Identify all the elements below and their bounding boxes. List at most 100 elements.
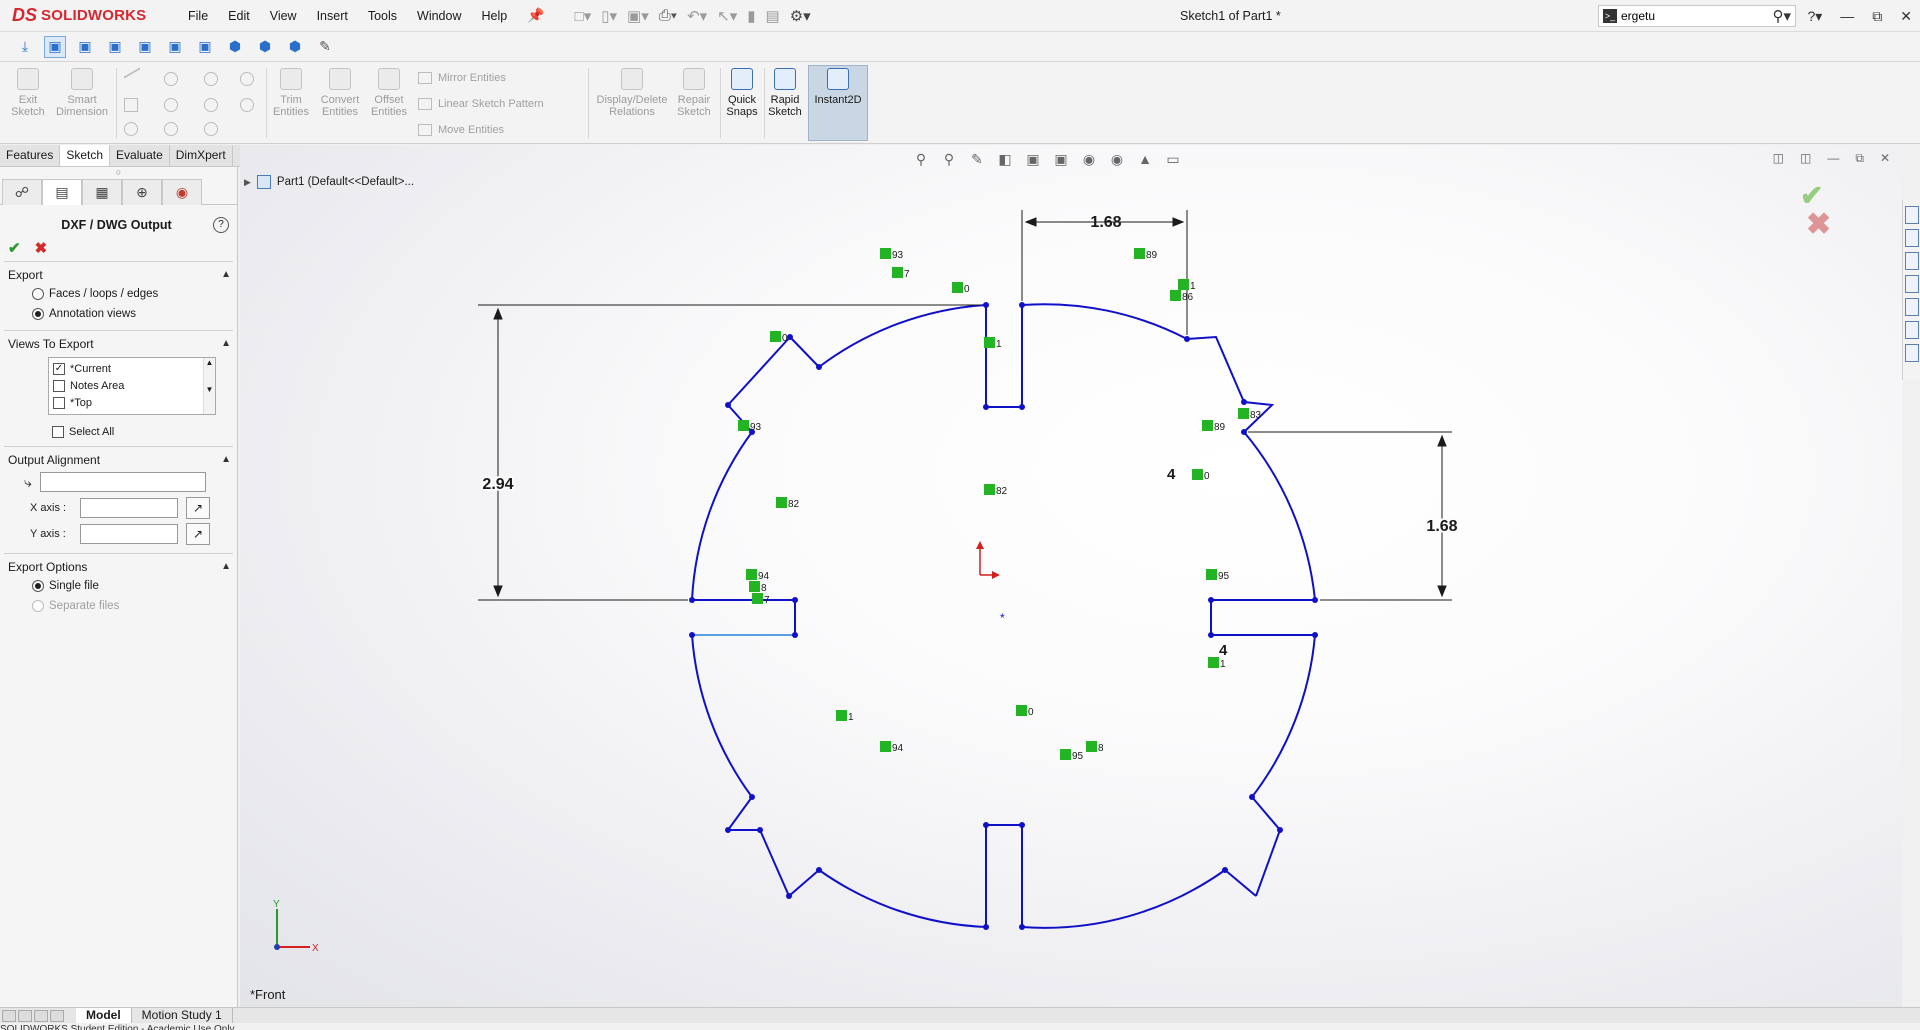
menu-insert[interactable]: Insert — [316, 8, 348, 23]
minimize-icon[interactable]: — — [1840, 8, 1855, 24]
display-manager-tab-icon[interactable]: ◉ — [162, 179, 202, 205]
cancel-x-icon[interactable]: ✖ — [34, 240, 48, 257]
views-listbox[interactable]: ✓ *Current Notes Area *Top ▲▼ — [48, 357, 216, 415]
previous-view-icon[interactable]: ✎ — [971, 151, 983, 167]
sketch-segment[interactable] — [691, 336, 791, 601]
sketch-segment[interactable] — [985, 305, 1023, 408]
trim-entities-button[interactable]: Trim Entities — [272, 66, 310, 118]
select-arrow-icon[interactable]: ↖▾ — [717, 7, 738, 25]
custom-properties-icon[interactable] — [1904, 321, 1919, 339]
tab-features[interactable]: Features — [0, 145, 61, 166]
trimetric-view-icon[interactable]: ⬢ — [258, 38, 272, 54]
sketch-segment[interactable] — [985, 824, 1023, 927]
x-axis-field[interactable] — [80, 498, 178, 518]
select-all-checkbox-row[interactable]: Select All — [6, 423, 231, 440]
vertex[interactable] — [725, 827, 731, 833]
last-tab-icon[interactable] — [50, 1009, 64, 1022]
appearances-icon[interactable] — [1904, 298, 1919, 316]
panel-collapse-handle[interactable]: ○ — [115, 167, 122, 177]
vertex[interactable] — [983, 822, 989, 828]
right-view-icon[interactable]: ▣ — [138, 38, 152, 54]
tab-dimxpert[interactable]: DimXpert — [170, 145, 233, 166]
solidworks-logo[interactable]: DS SOLIDWORKS — [0, 0, 160, 32]
dimension-value-slot-lower[interactable]: 4 — [1219, 642, 1228, 659]
vertex[interactable] — [1019, 924, 1025, 930]
chevron-up-icon[interactable]: ▲ — [221, 338, 231, 349]
relation-tag[interactable]: 1 — [836, 710, 854, 723]
rebuild-icon[interactable]: ▮ — [747, 7, 756, 25]
checkbox[interactable] — [52, 425, 64, 438]
vertex[interactable] — [1019, 302, 1025, 308]
relation-tag[interactable]: 89 — [1202, 420, 1226, 433]
circle-icon[interactable] — [164, 72, 178, 86]
expand-arrow-icon[interactable]: ▶ — [244, 176, 251, 187]
section-view-icon[interactable]: ◧ — [998, 151, 1012, 167]
vertex[interactable] — [786, 893, 792, 899]
viewport-split-icon[interactable]: ◫ — [1800, 151, 1812, 165]
export-group-header[interactable]: Export ▲ — [6, 266, 231, 284]
vertex[interactable] — [1019, 822, 1025, 828]
viewport-split-icon[interactable]: ◫ — [1772, 151, 1785, 165]
point-icon[interactable] — [240, 72, 254, 86]
list-item[interactable]: Notes Area — [53, 377, 215, 394]
relation-tag[interactable]: 89 — [1134, 248, 1158, 261]
design-library-icon[interactable] — [1904, 229, 1919, 247]
radio-button-selected[interactable] — [32, 308, 44, 320]
radio-button[interactable] — [32, 288, 44, 300]
dimension-value-right[interactable]: 1.68 — [1424, 516, 1459, 537]
sketch-segment[interactable] — [1210, 599, 1315, 636]
chevron-up-icon[interactable]: ▲ — [221, 454, 231, 465]
list-item[interactable]: ✓ *Current — [53, 360, 215, 377]
smart-dimension-button[interactable]: Smart Dimension — [54, 66, 110, 118]
relation-tag[interactable]: 94 — [746, 569, 770, 582]
relation-tag[interactable]: 0 — [1016, 705, 1034, 718]
file-properties-icon[interactable]: ▤ — [765, 7, 780, 25]
vertex[interactable] — [1222, 867, 1228, 873]
export-options-header[interactable]: Export Options ▲ — [6, 558, 231, 576]
tab-model[interactable]: Model — [76, 1008, 132, 1023]
checkbox-checked[interactable]: ✓ — [53, 362, 65, 375]
vertex[interactable] — [689, 597, 695, 603]
vertex[interactable] — [1208, 632, 1214, 638]
sketch-segment[interactable] — [1021, 868, 1257, 929]
vertex[interactable] — [749, 429, 755, 435]
vertex[interactable] — [1208, 597, 1214, 603]
sketch-pencil-icon[interactable]: ✎ — [319, 38, 331, 54]
home-icon[interactable] — [1904, 206, 1919, 224]
menu-view[interactable]: View — [269, 8, 297, 23]
vertex[interactable] — [1249, 794, 1255, 800]
edit-appearance-icon[interactable]: ◉ — [1110, 151, 1124, 167]
relation-tag[interactable]: 83 — [1238, 408, 1262, 421]
sketch-segment[interactable] — [691, 634, 760, 831]
menu-window[interactable]: Window — [417, 8, 462, 23]
menu-tools[interactable]: Tools — [367, 8, 398, 23]
checkbox[interactable] — [53, 379, 65, 392]
dimetric-view-icon[interactable]: ⬢ — [288, 38, 302, 54]
confirm-cancel-x-icon[interactable]: ✖ — [1806, 208, 1832, 241]
offset-entities-button[interactable]: Offset Entities — [368, 66, 410, 118]
close-icon[interactable]: ✕ — [1900, 8, 1912, 24]
new-document-icon[interactable]: □▾ — [574, 7, 592, 25]
quick-snaps-button[interactable]: Quick Snaps — [724, 66, 760, 118]
fillet-icon[interactable] — [204, 122, 218, 136]
relation-tag[interactable]: 95 — [1060, 749, 1084, 762]
sketch-segment[interactable] — [789, 304, 987, 369]
exit-sketch-button[interactable]: Exit Sketch — [8, 66, 48, 118]
reverse-direction-icon[interactable]: ↗ — [186, 497, 210, 519]
origin-selection-field[interactable] — [39, 472, 206, 492]
relation-tag[interactable]: 86 — [1170, 290, 1194, 303]
dimension-value-top[interactable]: 1.68 — [1090, 214, 1121, 231]
sketch-segment[interactable] — [759, 829, 987, 928]
menu-file[interactable]: File — [188, 8, 209, 23]
polygon-icon[interactable] — [164, 98, 178, 112]
vertex[interactable] — [749, 794, 755, 800]
vertex[interactable] — [1312, 597, 1318, 603]
help-icon[interactable]: ?▾ — [1807, 8, 1823, 24]
left-view-icon[interactable]: ▣ — [108, 38, 122, 54]
zoom-to-fit-icon[interactable]: ⚲ — [915, 151, 927, 167]
sketch-segment[interactable] — [1021, 303, 1245, 403]
dimension-value-slot-upper[interactable]: 4 — [1167, 466, 1176, 483]
tab-sketch[interactable]: Sketch — [60, 145, 111, 166]
command-search-icon[interactable]: >_ — [1603, 9, 1617, 23]
relation-tag[interactable]: 94 — [880, 741, 904, 754]
